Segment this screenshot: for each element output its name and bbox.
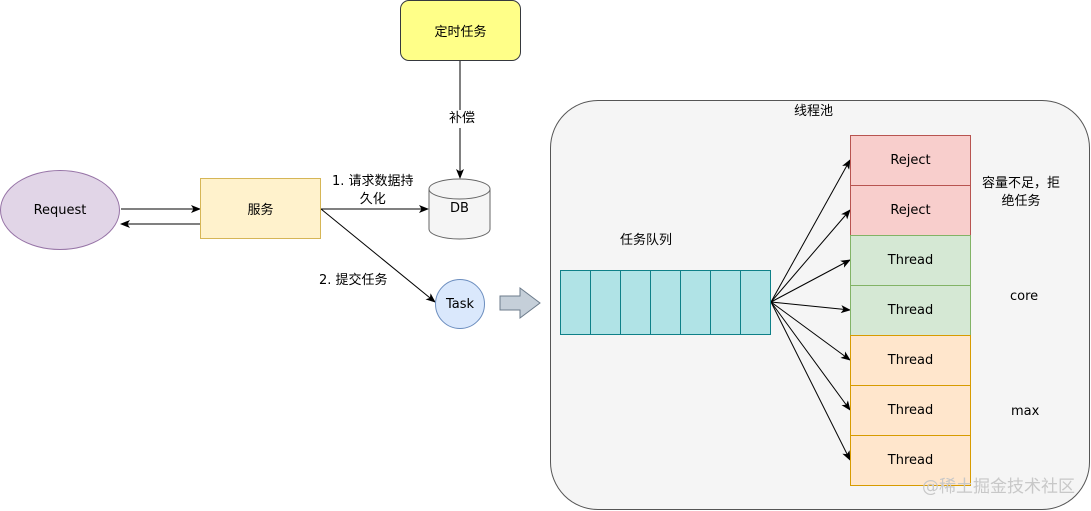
request-label: Request	[33, 202, 87, 218]
slot-label: Reject	[890, 153, 931, 168]
task-queue	[560, 270, 771, 335]
thread-slot: Thread	[850, 335, 971, 386]
queue-to-slot-arrow	[770, 301, 851, 314]
queue-cell	[651, 271, 681, 334]
core-label: core	[1010, 289, 1039, 304]
slot-label: Thread	[887, 403, 934, 418]
reject-slot: Reject	[850, 135, 971, 186]
queue-cell	[591, 271, 621, 334]
request-node: Request	[0, 170, 120, 250]
scheduled-task-label: 定时任务	[434, 25, 487, 40]
service-to-task-arrow	[320, 208, 436, 303]
watermark: @稀土掘金技术社区	[922, 477, 1075, 497]
submit-label: 2. 提交任务	[319, 273, 388, 288]
queue-label: 任务队列	[620, 233, 673, 248]
queue-to-slot-arrow	[770, 209, 851, 303]
slot-label: Reject	[890, 203, 931, 218]
queue-to-slot-arrow	[770, 159, 851, 303]
slot-label: Thread	[887, 303, 934, 318]
thread-slot: Thread	[850, 235, 971, 286]
persist-label: 1. 请求数据持 久化	[332, 174, 414, 207]
slot-label: Thread	[887, 253, 934, 268]
queue-to-slot-arrow	[770, 301, 851, 361]
max-label: max	[1011, 404, 1040, 419]
queue-to-slot-arrow	[770, 301, 851, 461]
database-node: DB	[428, 178, 491, 240]
compensate-label: 补偿	[447, 110, 478, 128]
fan-out-arrows	[770, 159, 851, 461]
slot-label: Thread	[887, 453, 934, 468]
queue-cell	[621, 271, 651, 334]
reject-slot: Reject	[850, 185, 971, 236]
service-label: 服务	[247, 203, 274, 218]
service-node: 服务	[200, 178, 321, 239]
thread-slot: Thread	[850, 285, 971, 336]
task-node: Task	[435, 279, 485, 329]
queue-cell	[741, 271, 770, 334]
thread-slot: Thread	[850, 435, 971, 486]
queue-to-slot-arrow	[770, 301, 851, 411]
thread-pool-title: 线程池	[794, 104, 834, 119]
queue-cell	[561, 271, 591, 334]
reject-note: 容量不足，拒 绝任务	[982, 176, 1061, 209]
database-label: DB	[450, 201, 469, 216]
task-label: Task	[445, 296, 475, 312]
slot-label: Thread	[887, 353, 934, 368]
block-arrow	[499, 287, 541, 319]
scheduled-task-node: 定时任务	[400, 0, 521, 61]
database-icon	[428, 178, 491, 240]
thread-slot: Thread	[850, 385, 971, 436]
queue-to-slot-arrow	[770, 259, 851, 303]
queue-cell	[681, 271, 711, 334]
queue-cell	[711, 271, 741, 334]
